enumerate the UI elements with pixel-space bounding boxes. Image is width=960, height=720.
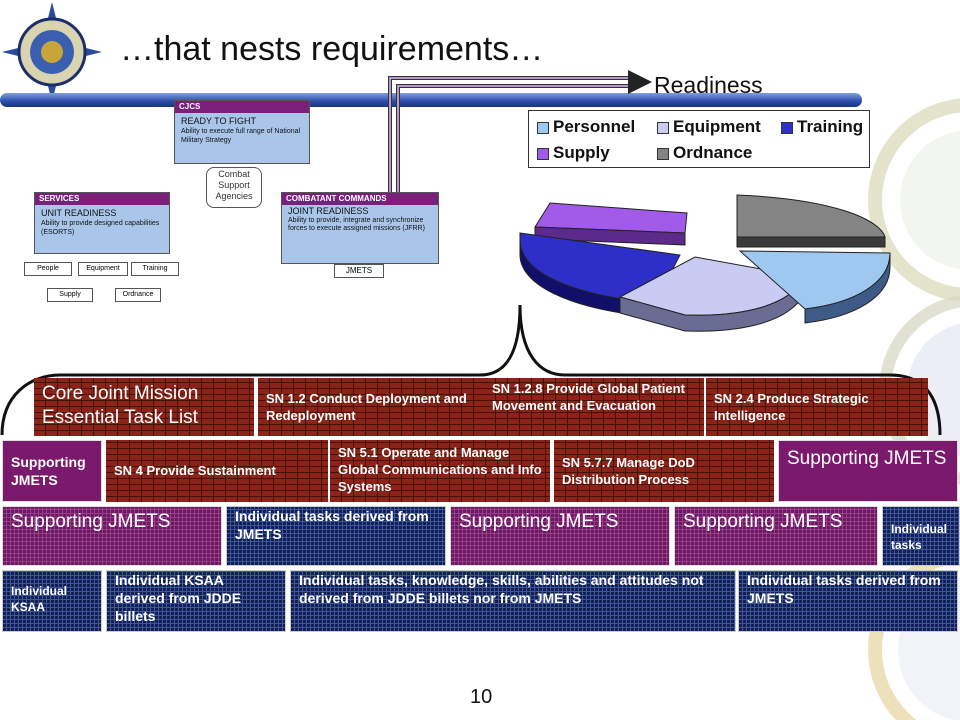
bracket-curve xyxy=(0,304,942,436)
combatant-title: JOINT READINESS xyxy=(288,206,369,216)
services-header: SERVICES xyxy=(35,193,169,205)
legend-swatch xyxy=(657,147,669,160)
task-sn-1-2-8: SN 1.2.8 Provide Global Patient Movement… xyxy=(484,378,704,436)
legend-swatch xyxy=(537,121,549,134)
legend-item-training: Training xyxy=(781,117,863,137)
legend-item-ordnance: Ordnance xyxy=(657,143,752,163)
pill-equipment: Equipment xyxy=(78,262,128,276)
readiness-pie xyxy=(519,194,891,332)
individual-tasks-jmets-right: Individual tasks derived from JMETS xyxy=(738,570,958,632)
supporting-jmets-row3-b: Supporting JMETS xyxy=(450,506,670,566)
pill-ordnance: Ordnance xyxy=(115,288,161,302)
individual-ksaa-jdde: Individual KSAA derived from JDDE billet… xyxy=(106,570,286,632)
cjcs-desc: Ability to execute full range of Nationa… xyxy=(181,128,301,144)
legend-item-supply: Supply xyxy=(537,143,610,163)
services-title: UNIT READINESS xyxy=(41,208,117,218)
pill-supply: Supply xyxy=(47,288,93,302)
task-sn-2-4: SN 2.4 Produce Strategic Intelligence xyxy=(706,378,928,436)
individual-tasks-from-jmets: Individual tasks derived from JMETS xyxy=(226,506,446,566)
task-sn-5-1: SN 5.1 Operate and Manage Global Communi… xyxy=(330,440,550,502)
supporting-jmets-row3-c: Supporting JMETS xyxy=(674,506,878,566)
readiness-title: Readiness xyxy=(654,72,763,98)
cjcs-header: CJCS xyxy=(175,101,309,113)
pill-training: Training xyxy=(131,262,179,276)
legend-label: Equipment xyxy=(673,117,761,136)
legend-item-equipment: Equipment xyxy=(657,117,761,137)
core-jmetl: Core Joint Mission Essential Task List xyxy=(34,378,254,436)
services-desc: Ability to provide designed capabilities… xyxy=(41,220,160,236)
individual-tasks-not-derived: Individual tasks, knowledge, skills, abi… xyxy=(290,570,736,632)
supporting-jmets-right: Supporting JMETS xyxy=(778,440,958,502)
legend-label: Personnel xyxy=(553,117,636,136)
page-number: 10 xyxy=(470,686,493,708)
supporting-jmets-left: Supporting JMETS xyxy=(2,440,102,502)
combatant-header: COMBATANT COMMANDS xyxy=(282,193,438,205)
individual-tasks-right: Individual tasks xyxy=(882,506,960,566)
readiness-legend: Personnel Equipment Training Supply Ordn… xyxy=(528,110,870,168)
individual-ksaa: Individual KSAA xyxy=(2,570,102,632)
services-box: SERVICES UNIT READINESS Ability to provi… xyxy=(34,192,170,254)
task-sn-4: SN 4 Provide Sustainment xyxy=(106,440,328,502)
slide-title: …that nests requirements… xyxy=(120,30,544,68)
legend-label: Training xyxy=(797,117,864,136)
pill-people: People xyxy=(24,262,72,276)
cjcs-box: CJCS READY TO FIGHT Ability to execute f… xyxy=(174,100,310,164)
legend-label: Ordnance xyxy=(673,143,753,162)
task-sn-1-2: SN 1.2 Conduct Deployment and Redeployme… xyxy=(258,378,484,436)
combat-support-agencies: Combat Support Agencies xyxy=(206,167,262,208)
cjcs-title: READY TO FIGHT xyxy=(181,116,257,126)
supporting-jmets-row3-a: Supporting JMETS xyxy=(2,506,222,566)
legend-swatch xyxy=(537,147,549,160)
legend-item-personnel: Personnel xyxy=(537,117,635,137)
jmets-pill: JMETS xyxy=(334,264,384,278)
legend-swatch xyxy=(657,121,669,134)
transcom-emblem xyxy=(2,2,102,102)
legend-label: Supply xyxy=(553,143,610,162)
combatant-commands-box: COMBATANT COMMANDS JOINT READINESS Abili… xyxy=(281,192,439,264)
legend-swatch xyxy=(781,121,793,134)
task-sn-5-7-7: SN 5.7.7 Manage DoD Distribution Process xyxy=(554,440,774,502)
combatant-desc: Ability to provide, integrate and synchr… xyxy=(288,217,425,232)
